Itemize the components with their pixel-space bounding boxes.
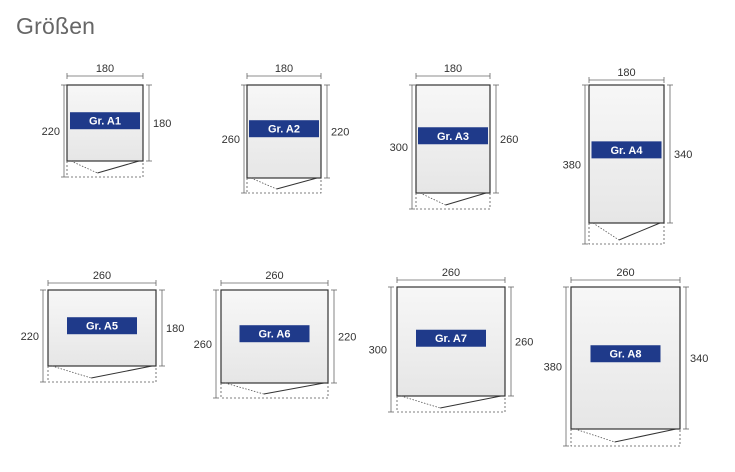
inner-value: 180 <box>153 118 171 130</box>
size-label: Gr. A7 <box>435 333 467 345</box>
width-value: 180 <box>617 67 635 79</box>
door-swing-solid <box>445 192 487 206</box>
door-swing-dotted <box>574 428 615 443</box>
size-diagram-gr-a6: 260 260 220 Gr. A6 <box>194 270 356 399</box>
door-swing-dotted <box>419 192 446 206</box>
width-value: 260 <box>93 270 111 282</box>
door-area-outline <box>396 396 506 413</box>
size-diagram-gr-a5: 260 220 180 Gr. A5 <box>21 270 184 383</box>
door-swing-dotted <box>400 395 441 409</box>
door-area-outline <box>415 193 491 210</box>
door-swing-dotted <box>70 160 98 174</box>
size-label-badge <box>239 325 310 343</box>
depth-value: 220 <box>42 126 60 138</box>
depth-value: 300 <box>369 345 387 357</box>
depth-value: 300 <box>390 142 408 154</box>
door-swing-solid <box>618 222 661 241</box>
size-label: Gr. A3 <box>437 131 469 143</box>
inner-value: 180 <box>166 323 184 335</box>
door-area-outline <box>47 366 157 383</box>
inner-value: 260 <box>500 134 518 146</box>
door-swing-solid <box>614 428 677 443</box>
inner-value: 260 <box>515 337 533 349</box>
page-title: Größen <box>16 13 96 39</box>
width-value: 180 <box>275 63 293 75</box>
width-value: 180 <box>444 63 462 75</box>
door-swing-dotted <box>250 177 277 190</box>
door-swing-solid <box>91 365 153 379</box>
door-swing-dotted <box>51 365 92 379</box>
door-swing-solid <box>97 160 140 174</box>
size-diagram-gr-a4: 180 380 340 Gr. A4 <box>563 67 692 245</box>
size-label: Gr. A5 <box>86 321 118 333</box>
size-label: Gr. A6 <box>259 329 291 341</box>
inner-value: 220 <box>338 332 356 344</box>
size-label: Gr. A4 <box>611 145 644 157</box>
door-swing-solid <box>263 382 325 395</box>
door-swing-solid <box>276 177 318 190</box>
size-label-badge <box>591 141 662 159</box>
size-diagram-gr-a3: 180 300 260 Gr. A3 <box>390 63 518 210</box>
door-area-outline <box>246 178 322 194</box>
size-label-badge <box>416 329 486 347</box>
door-swing-dotted <box>224 382 264 395</box>
size-label: Gr. A1 <box>89 116 121 128</box>
size-label-badge <box>67 317 137 335</box>
door-area-outline <box>570 429 681 447</box>
inner-value: 340 <box>690 353 708 365</box>
size-label-badge <box>70 112 140 130</box>
width-value: 260 <box>442 267 460 279</box>
size-label: Gr. A2 <box>268 124 300 136</box>
depth-value: 220 <box>21 331 39 343</box>
size-diagram-gr-a2: 180 260 220 Gr. A2 <box>222 63 349 194</box>
inner-value: 340 <box>674 149 692 161</box>
size-label-badge <box>249 120 319 138</box>
depth-value: 260 <box>222 134 240 146</box>
width-value: 260 <box>265 270 283 282</box>
door-swing-solid <box>440 395 502 409</box>
door-swing-dotted <box>592 222 620 241</box>
door-area-outline <box>220 383 329 399</box>
width-value: 180 <box>96 63 114 75</box>
size-label-badge <box>418 127 488 145</box>
size-label: Gr. A8 <box>610 349 642 361</box>
size-diagram-gr-a8: 260 380 340 Gr. A8 <box>544 267 708 447</box>
depth-value: 260 <box>194 339 212 351</box>
width-value: 260 <box>616 267 634 279</box>
inner-value: 220 <box>331 127 349 139</box>
size-label-badge <box>590 345 661 363</box>
depth-value: 380 <box>563 160 581 172</box>
door-area-outline <box>66 161 144 178</box>
floor-plan-body <box>396 286 506 397</box>
depth-value: 380 <box>544 362 562 374</box>
